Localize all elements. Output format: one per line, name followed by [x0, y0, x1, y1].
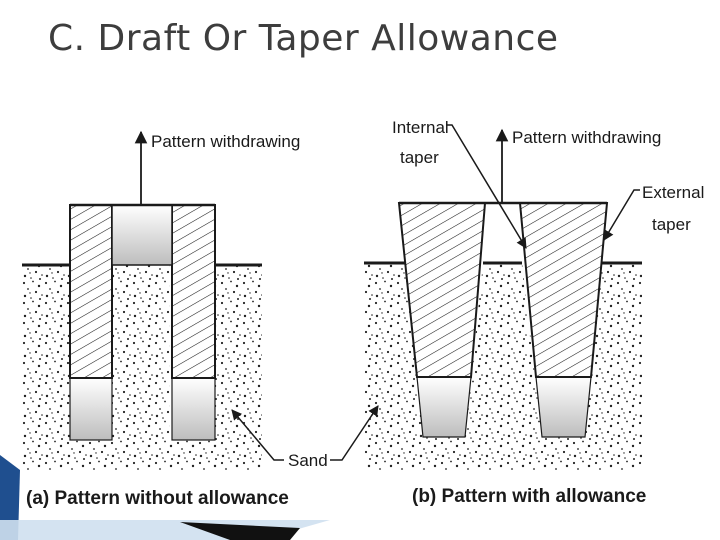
cavity-void-b-left	[416, 376, 472, 438]
caption-a: (a) Pattern without allowance	[26, 488, 289, 509]
internal-taper-label-1: Internal	[392, 118, 449, 137]
sand-leader-right	[330, 405, 379, 461]
caption-b: (b) Pattern with allowance	[412, 486, 646, 507]
cavity-void-b-right	[535, 376, 592, 438]
pattern-leg-a-left	[69, 204, 113, 379]
external-taper-leader	[603, 189, 640, 241]
internal-taper-leader	[446, 124, 527, 249]
internal-taper-label-2: taper	[400, 148, 439, 167]
sand-block-b	[364, 263, 642, 470]
corner-accent-blue	[0, 455, 20, 540]
cavity-void-a-right	[171, 377, 216, 441]
diagram-a: Pattern withdrawing	[22, 130, 300, 470]
external-taper-label-1: External	[642, 183, 704, 202]
corner-accent-dark	[180, 522, 300, 540]
sand-block-a	[22, 265, 262, 470]
pattern-center-a	[111, 204, 173, 266]
pattern-leg-a-right	[171, 204, 216, 379]
cavity-void-a-left	[69, 377, 113, 441]
external-taper-label-2: taper	[652, 215, 691, 234]
sand-label: Sand	[288, 451, 328, 470]
sand-leader-left	[231, 409, 284, 461]
withdraw-label-b: Pattern withdrawing	[512, 128, 661, 147]
diagram-b: Pattern withdrawing Internal taper Exter…	[364, 118, 704, 470]
slide-title: C. Draft Or Taper Allowance	[48, 18, 559, 59]
pattern-leg-b-right	[518, 202, 609, 378]
withdraw-label-a: Pattern withdrawing	[151, 132, 300, 151]
